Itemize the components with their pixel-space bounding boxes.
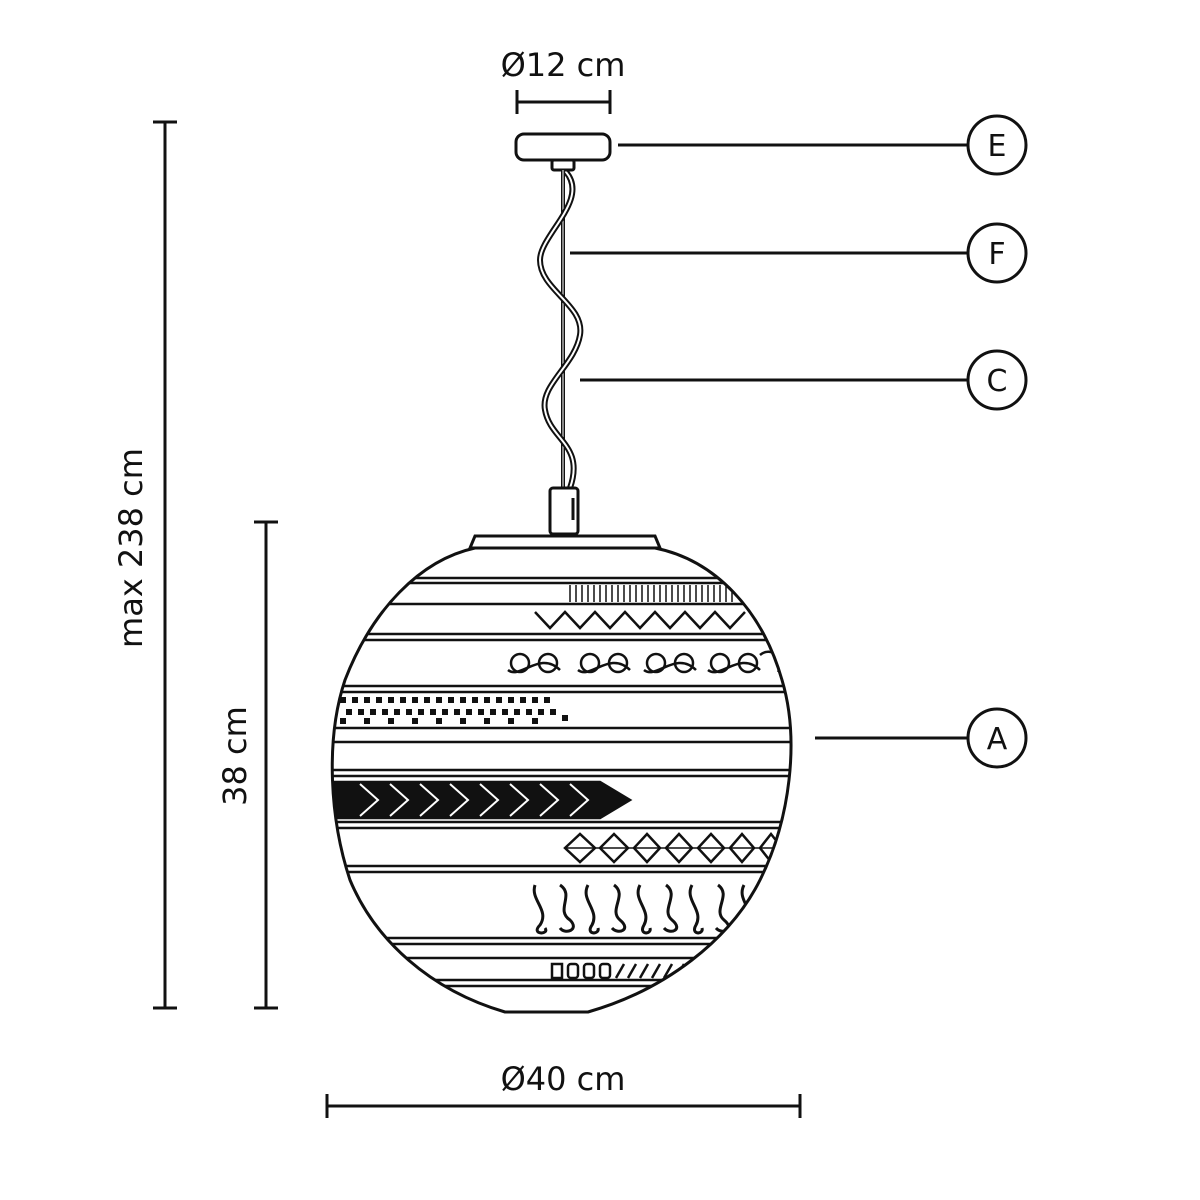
canopy-cable-grip — [550, 158, 576, 172]
max-height-dimension — [153, 120, 177, 1010]
callout-f: F — [966, 222, 1028, 284]
shade-outline — [330, 546, 793, 1014]
callout-a-letter: A — [987, 722, 1008, 757]
shade-height-dimension — [254, 520, 278, 1010]
shade-diameter-dimension — [325, 1094, 802, 1118]
callout-c-letter: C — [987, 364, 1008, 399]
electric-cable — [536, 170, 584, 489]
max-height-label: max 238 cm — [112, 448, 150, 648]
callout-e-letter: E — [988, 129, 1007, 164]
glass-shade — [330, 534, 793, 1014]
callout-f-letter: F — [988, 237, 1005, 272]
lamp-holder — [548, 486, 580, 536]
callout-a: A — [966, 707, 1028, 769]
canopy — [514, 132, 612, 172]
lamp-holder-body — [548, 486, 580, 536]
shade-diameter-label: Ø40 cm — [501, 1060, 626, 1098]
shade-decoration — [332, 576, 791, 988]
canopy-diameter-label: Ø12 cm — [501, 46, 626, 84]
shade-height-label: 38 cm — [216, 706, 254, 806]
shade-collar — [467, 534, 663, 550]
callout-leaders — [570, 143, 968, 740]
canopy-diameter-dimension — [515, 90, 612, 114]
callout-c: C — [966, 349, 1028, 411]
canopy-body — [514, 132, 612, 162]
callout-e: E — [966, 114, 1028, 176]
